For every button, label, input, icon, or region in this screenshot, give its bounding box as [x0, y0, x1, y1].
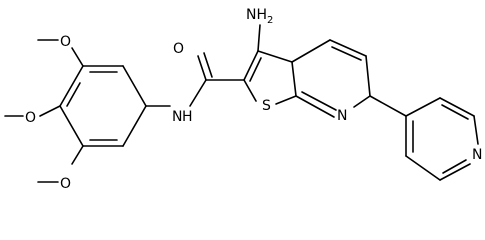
methoxy-middle	[4, 105, 61, 117]
thiophene-sulfur-label: S	[262, 98, 271, 114]
amide-linkage	[145, 52, 245, 107]
methoxy-bottom	[37, 145, 84, 183]
methoxy-bottom-oxygen-label: O	[60, 176, 71, 190]
pyridyl-linkage	[369, 95, 407, 117]
thiophene-ring	[243, 50, 297, 105]
amine-label: NH2	[246, 7, 273, 26]
structure-canvas: NH2 O N H S N N O O O	[4, 7, 482, 190]
methoxy-middle-oxygen-label: O	[25, 110, 36, 126]
amino-bond	[257, 24, 261, 52]
amide-hydrogen-label: H	[182, 109, 193, 125]
pyridine-nitrogen-label: N	[337, 108, 347, 124]
molecule-structure: NH2 O N H S N N O O O	[4, 7, 482, 190]
amide-nitrogen-label: N	[172, 109, 182, 125]
pyridyl-nitrogen-label: N	[472, 147, 482, 163]
pyridine-ring	[291, 39, 371, 118]
methoxy-top	[37, 39, 84, 67]
benzene-ring	[59, 65, 147, 147]
carbonyl-oxygen-label: O	[173, 41, 184, 57]
methoxy-top-oxygen-label: O	[60, 34, 71, 50]
pyridyl-ring	[405, 97, 479, 181]
